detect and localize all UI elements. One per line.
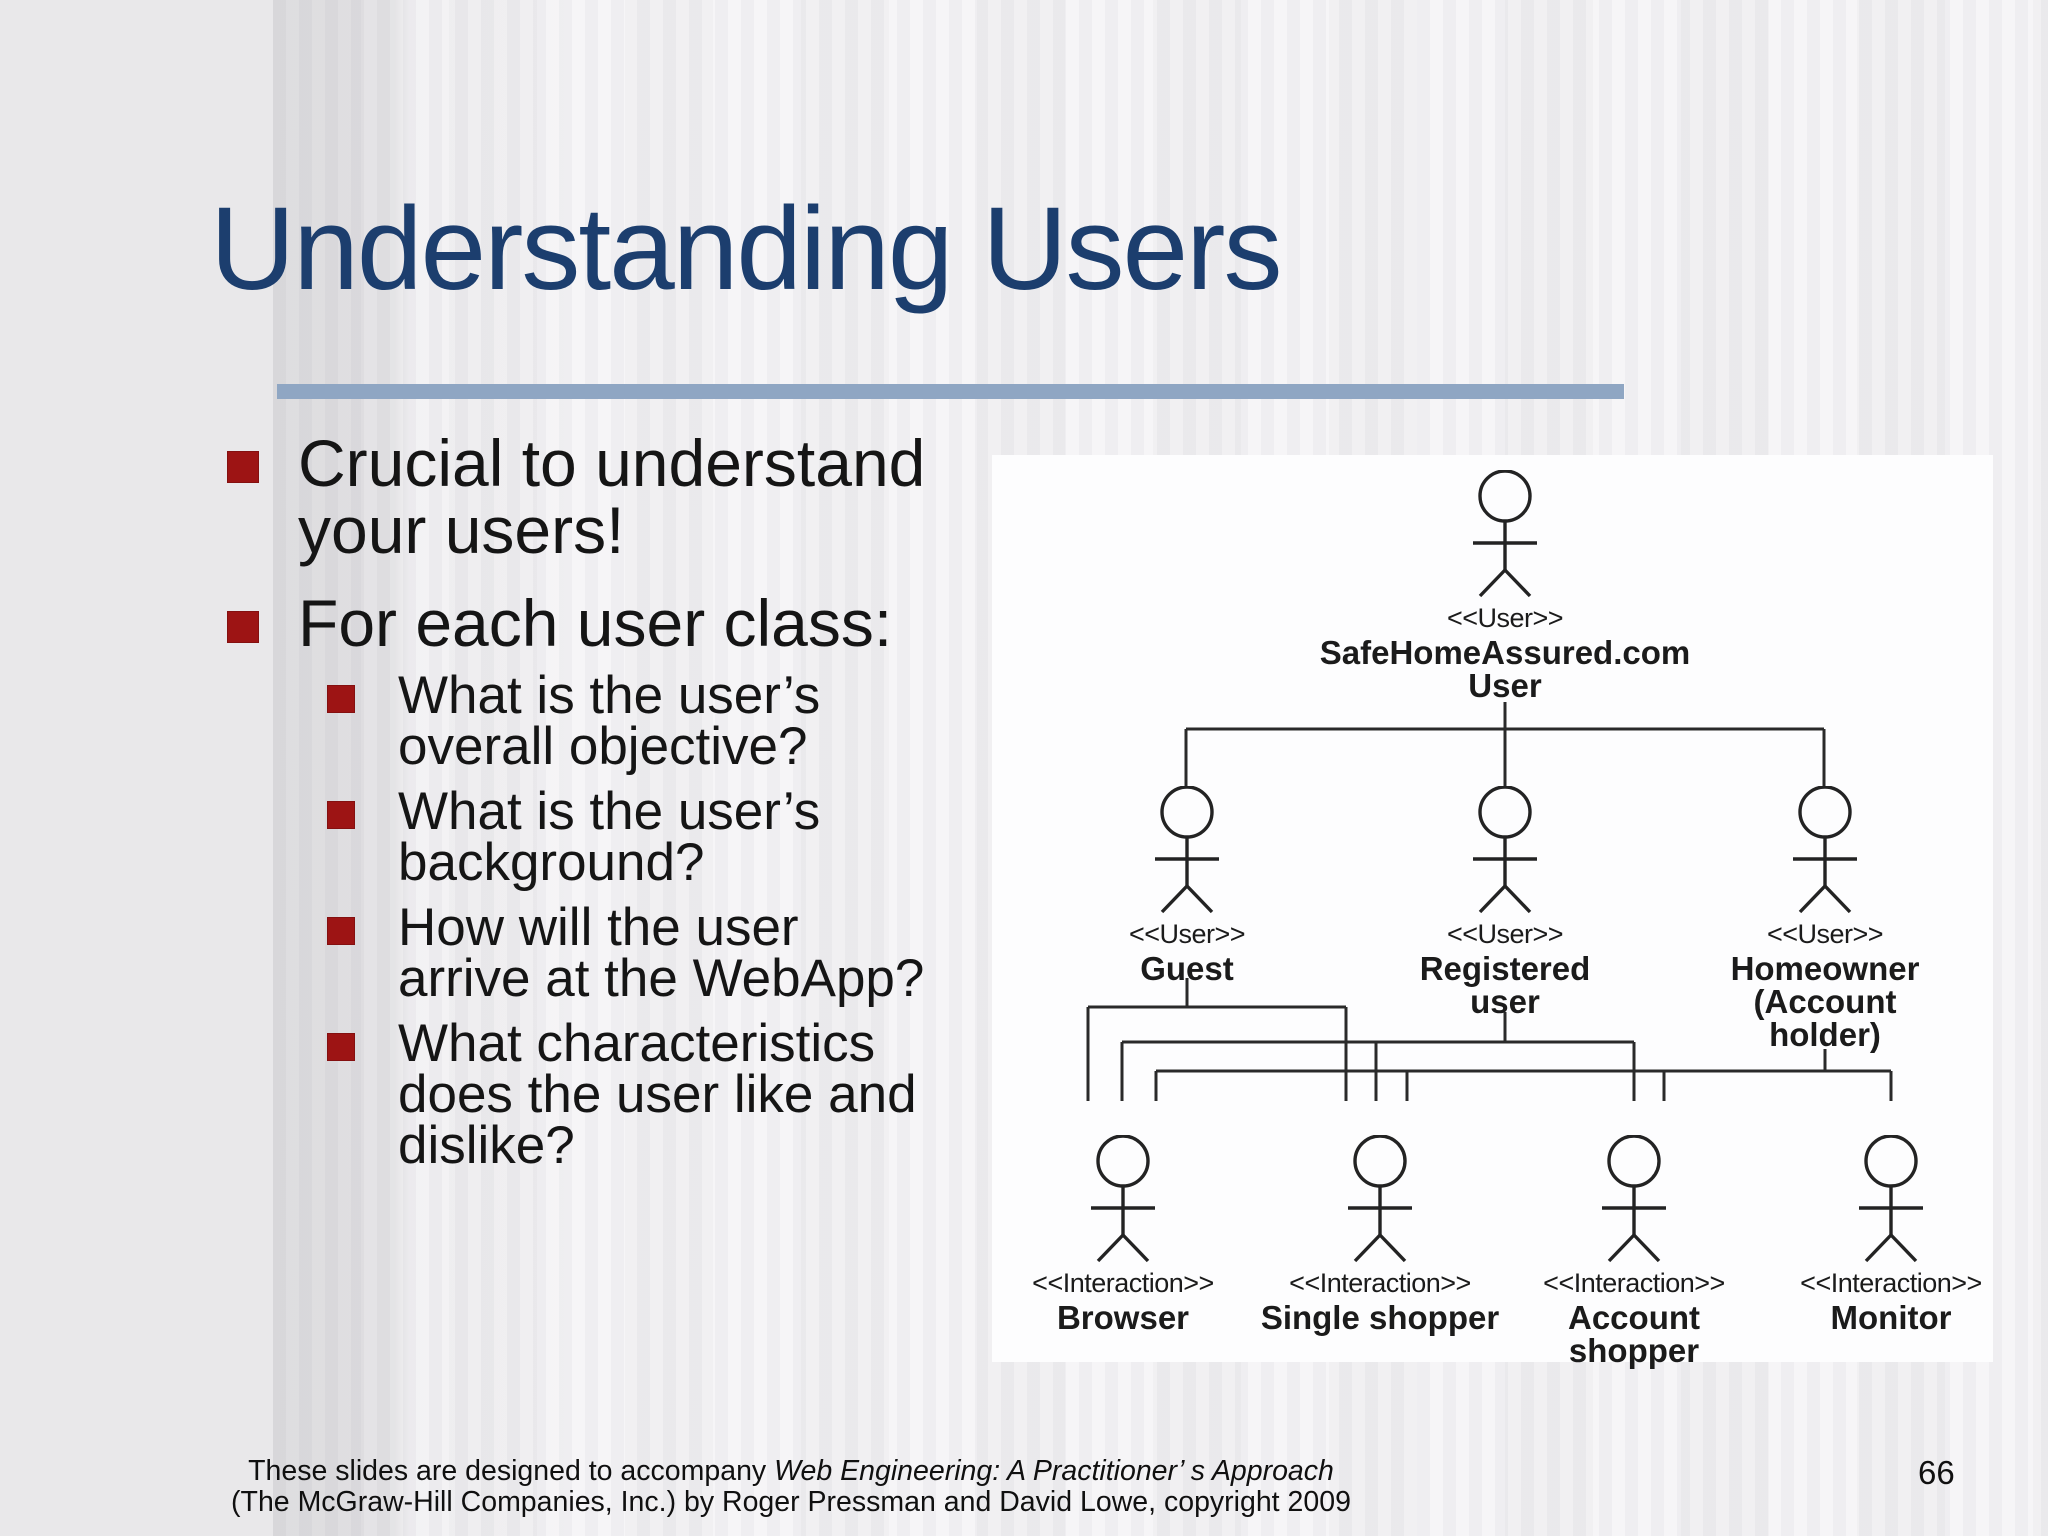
bullet-marker [327, 917, 355, 945]
bullet-item: How will the user arrive at the WebApp? [222, 898, 1032, 1008]
bullet-item: What is the user’s background? [222, 782, 1032, 892]
bullet-item: What characteristics does the user like … [222, 1014, 1032, 1175]
actor-stereotype: <<Interaction>> [1289, 1268, 1471, 1298]
stick-figure-icon [1602, 1135, 1666, 1263]
bullet-marker [227, 611, 259, 643]
actor-account-shopper: <<Interaction>> Account shopper [1484, 1135, 1784, 1367]
bullet-text: What characteristics does the user like … [398, 1014, 917, 1175]
actor-name: Guest [1140, 950, 1234, 987]
actor-stereotype: <<Interaction>> [1800, 1268, 1982, 1298]
bullet-item: Crucial to understand your users! [222, 430, 1032, 564]
actor-name: Account shopper [1568, 1299, 1700, 1369]
diagram-connector-lines [1086, 702, 1893, 1101]
bullet-text: What is the user’s overall objective? [398, 666, 821, 776]
bullet-marker [327, 1033, 355, 1061]
stick-figure-icon [1091, 1135, 1155, 1263]
stick-figure-icon [1473, 470, 1537, 598]
actor-homeowner: <<User>> Homeowner (Account holder) [1675, 786, 1975, 1051]
stick-figure-icon [1473, 786, 1537, 914]
bullet-list: Crucial to understand your users! For ea… [222, 430, 1032, 1175]
stick-figure-icon [1793, 786, 1857, 914]
actor-name: Registered user [1419, 950, 1591, 1020]
stick-figure-icon [1155, 786, 1219, 914]
actor-name: Browser [1056, 1299, 1190, 1336]
actor-monitor: <<Interaction>> Monitor [1741, 1135, 2041, 1334]
actor-guest: <<User>> Guest [1037, 786, 1337, 985]
bullet-text: For each user class: [298, 586, 893, 660]
bullet-item: What is the user’s overall objective? [222, 666, 1032, 776]
actor-hierarchy-diagram: <<User>> SafeHomeAssured.com User <<User… [992, 455, 1993, 1367]
actor-stereotype: <<User>> [1766, 919, 1884, 949]
footer-text-italic: Web Engineering: A Practitioner’ s Appro… [774, 1455, 1334, 1487]
bullet-text: How will the user arrive at the WebApp? [398, 898, 925, 1008]
page-title: Understanding Users [210, 183, 1282, 315]
footer-line-1: These slides are designed to accompany W… [155, 1456, 1427, 1487]
actor-safehomeassured-user: <<User>> SafeHomeAssured.com User [1320, 470, 1690, 702]
actor-browser: <<Interaction>> Browser [973, 1135, 1273, 1334]
actor-stereotype: <<Interaction>> [1032, 1268, 1214, 1298]
actor-name: SafeHomeAssured.com User [1319, 634, 1691, 704]
stick-figure-icon [1348, 1135, 1412, 1263]
footer-line-2: (The McGraw-Hill Companies, Inc.) by Rog… [231, 1486, 1351, 1518]
title-divider [277, 384, 1624, 399]
bullet-marker [327, 801, 355, 829]
actor-name: Monitor [1830, 1299, 1952, 1336]
actor-stereotype: <<User>> [1446, 603, 1564, 633]
actor-name: Homeowner (Account holder) [1730, 950, 1920, 1053]
bullet-text: Crucial to understand your users! [298, 426, 926, 567]
actor-single-shopper: <<Interaction>> Single shopper [1230, 1135, 1530, 1334]
bullet-item: For each user class: [222, 590, 1032, 657]
footer-text-regular: These slides are designed to accompany [248, 1455, 775, 1487]
bullet-text: What is the user’s background? [398, 782, 821, 892]
bullet-marker [327, 685, 355, 713]
actor-stereotype: <<Interaction>> [1543, 1268, 1725, 1298]
actor-stereotype: <<User>> [1128, 919, 1246, 949]
actor-stereotype: <<User>> [1446, 919, 1564, 949]
bullet-marker [227, 451, 259, 483]
stick-figure-icon [1859, 1135, 1923, 1263]
actor-registered-user: <<User>> Registered user [1355, 786, 1655, 1018]
page-number: 66 [1918, 1454, 1955, 1491]
footer-credit: These slides are designed to accompany W… [155, 1456, 1427, 1518]
actor-name: Single shopper [1260, 1299, 1500, 1336]
